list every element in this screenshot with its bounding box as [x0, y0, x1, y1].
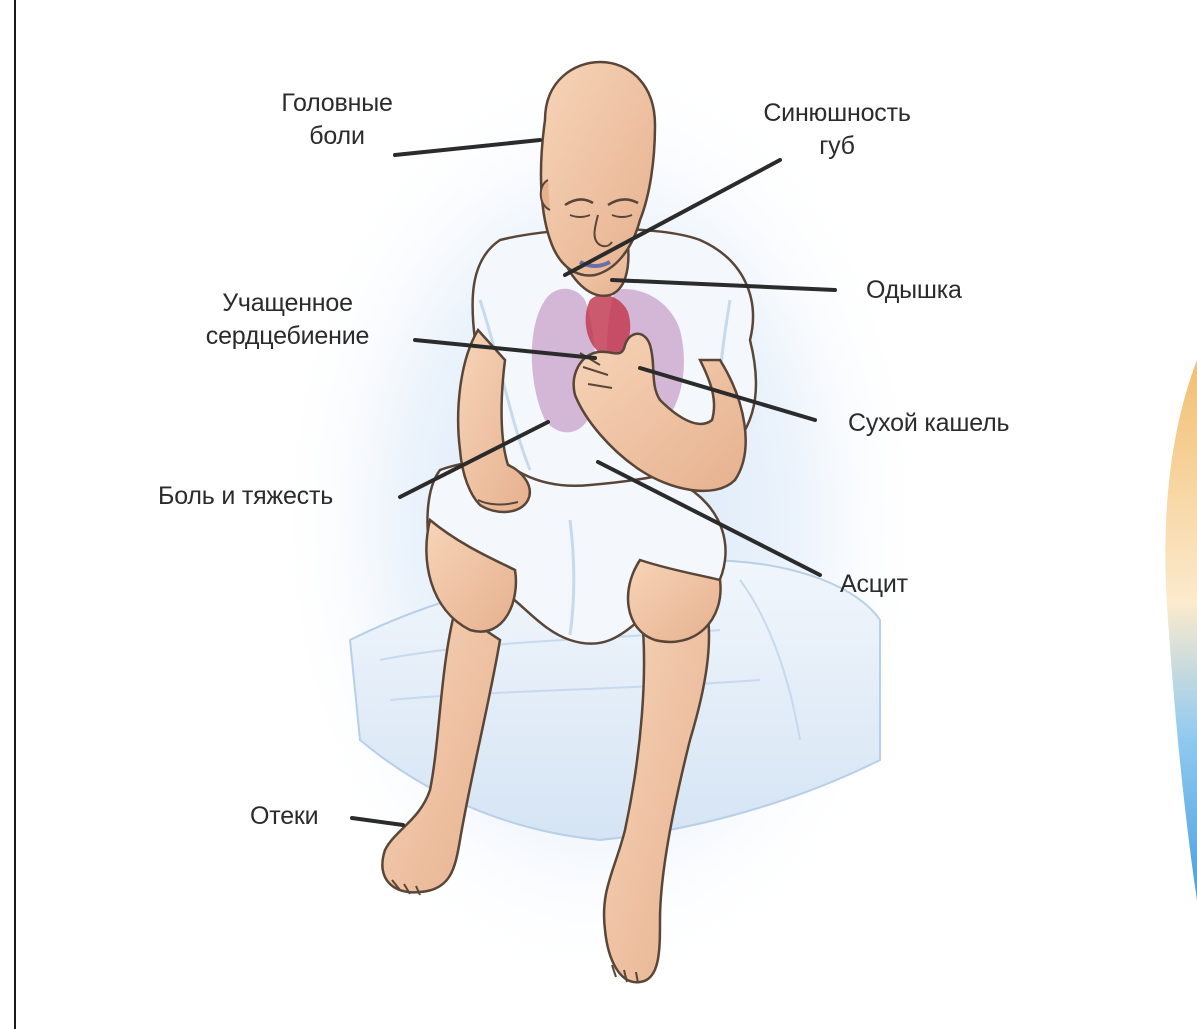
label-ascites: Асцит	[840, 568, 908, 601]
right-accent-decoration	[1165, 360, 1197, 900]
label-headaches: Головные боли	[262, 87, 412, 153]
label-dry-cough: Сухой кашель	[848, 407, 1009, 440]
label-pain-heaviness: Боль и тяжесть	[158, 480, 333, 513]
label-palpitations: Учащенное сердцебиение	[180, 287, 395, 353]
label-dyspnea: Одышка	[866, 274, 962, 307]
left-border-rule	[14, 0, 16, 1029]
label-lip-cyanosis: Синюшность губ	[742, 97, 932, 163]
label-edema: Отеки	[250, 800, 318, 833]
